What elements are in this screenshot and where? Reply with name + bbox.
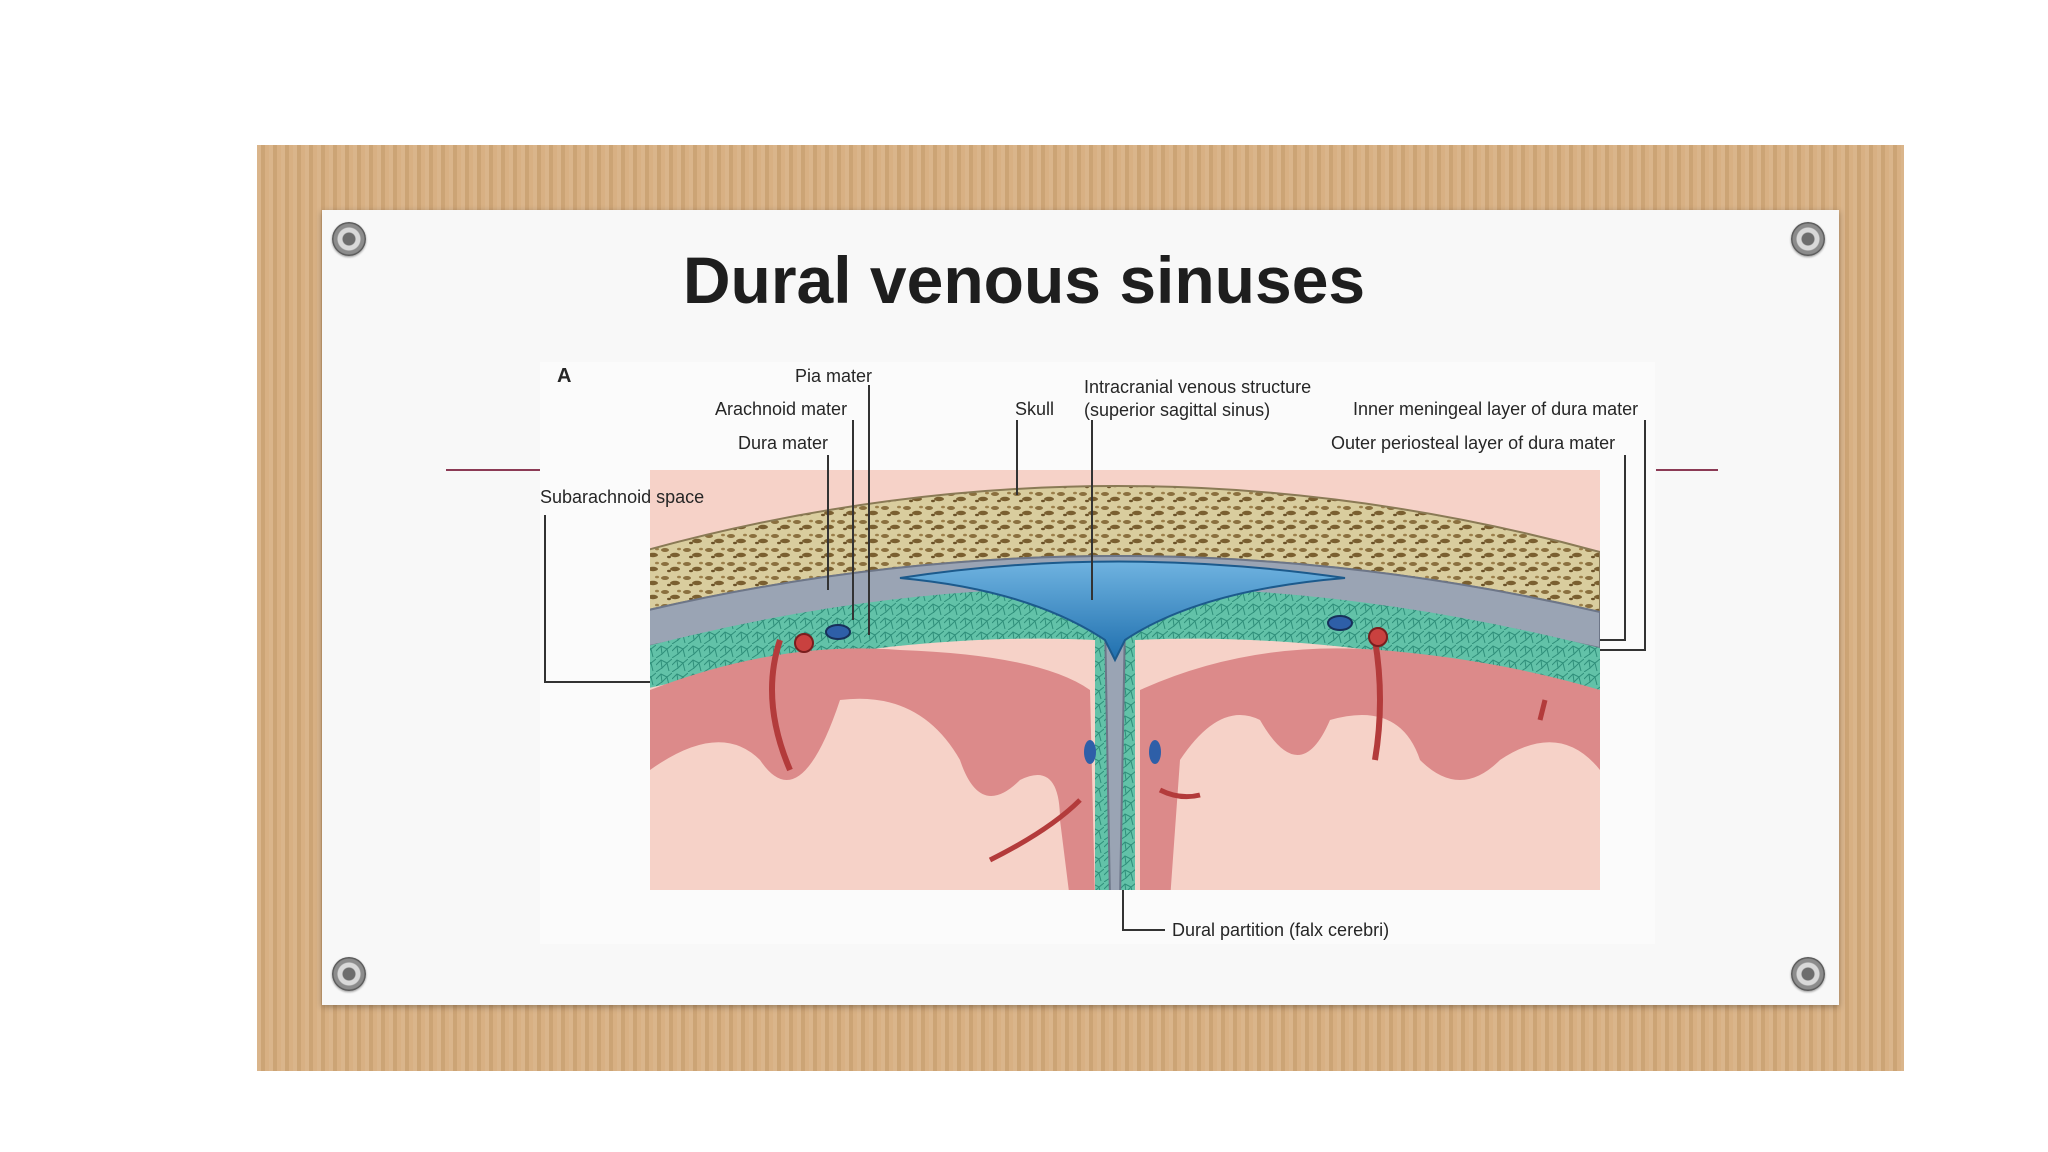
decorative-line-left: [446, 469, 541, 471]
grommet-top-right-icon: [1791, 222, 1825, 256]
grommet-bottom-left-icon: [332, 957, 366, 991]
grommet-top-left-icon: [332, 222, 366, 256]
label-outer-periosteal-layer: Outer periosteal layer of dura mater: [1331, 433, 1616, 453]
label-subarachnoid-space: Subarachnoid space: [540, 487, 705, 507]
label-dural-partition: Dural partition (falx cerebri): [1172, 920, 1390, 940]
slide-title: Dural venous sinuses: [682, 243, 1366, 317]
label-skull: Skull: [1015, 399, 1055, 419]
label-arachnoid-mater: Arachnoid mater: [715, 399, 848, 419]
label-pia-mater: Pia mater: [795, 366, 873, 386]
decorative-line-right: [1656, 469, 1718, 471]
panel-label: A: [557, 365, 572, 387]
label-intracranial-venous-structure: Intracranial venous structure: [1084, 377, 1312, 397]
label-dura-mater: Dura mater: [738, 433, 829, 453]
label-inner-meningeal-layer: Inner meningeal layer of dura mater: [1353, 399, 1639, 419]
grommet-bottom-right-icon: [1791, 957, 1825, 991]
label-superior-sagittal-sinus: (superior sagittal sinus): [1084, 400, 1271, 420]
